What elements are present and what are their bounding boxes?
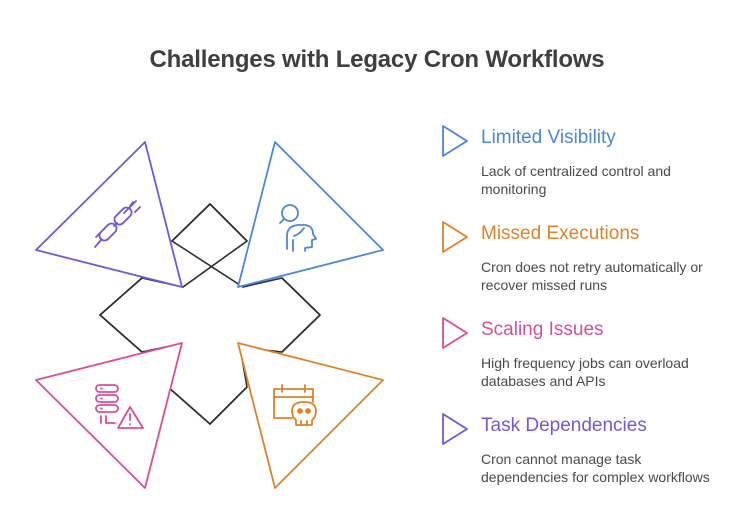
missed-executions-triangle [237,342,384,489]
challenge-heading: Limited Visibility [481,127,616,148]
triangle-marker-icon [442,413,468,445]
challenge-heading: Task Dependencies [481,415,647,436]
challenge-heading: Missed Executions [481,223,640,244]
broken-chain-icon [94,200,141,248]
challenge-description: Cron cannot manage task dependencies for… [481,451,710,485]
calendar-skull-icon [273,384,317,426]
server-warning-icon [95,384,144,429]
center-diamond-segments [99,203,321,425]
scaling-issues-triangle [35,342,183,489]
triangle-marker-icon [442,221,468,253]
limited-visibility-triangle [237,141,384,288]
challenge-description: Cron does not retry automatically or rec… [481,259,703,293]
triangle-marker-icon [442,317,468,349]
challenge-description: Lack of centralized control and monitori… [481,163,671,197]
task-dependencies-triangle [35,141,183,288]
challenge-heading: Scaling Issues [481,319,604,340]
challenge-description: High frequency jobs can overload databas… [481,355,689,389]
person-search-icon [279,204,317,252]
triangle-marker-icon [442,125,468,157]
page-title: Challenges with Legacy Cron Workflows [149,46,605,73]
challenge-diagram [35,141,384,489]
